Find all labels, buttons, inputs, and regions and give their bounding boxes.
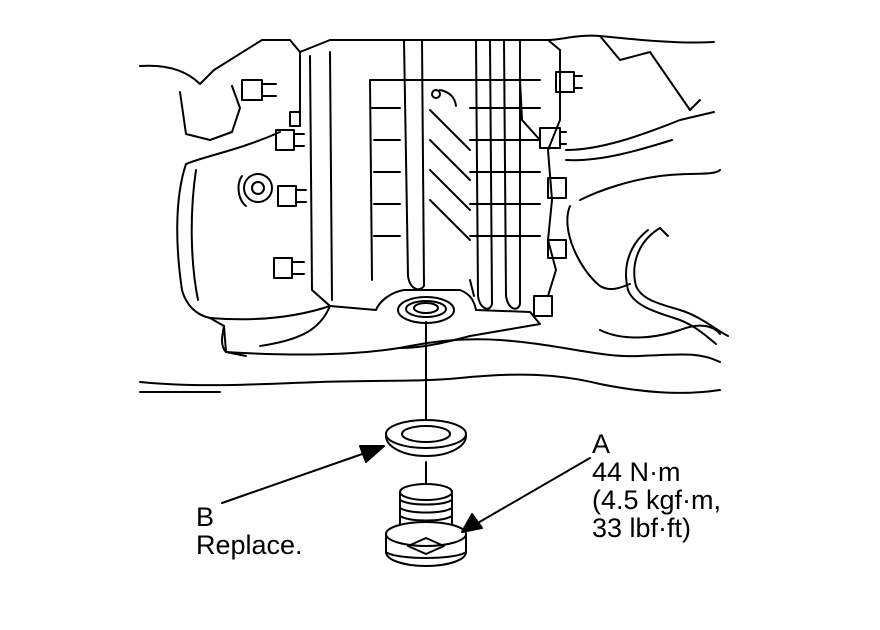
callout-a-torque-lbf: 33 lbf·ft) <box>592 513 692 543</box>
leader-arrow-a <box>461 457 591 533</box>
drain-plug <box>385 483 467 567</box>
transmission-housing <box>139 34 729 394</box>
callout-a-torque-nm: 44 N·m <box>592 457 681 487</box>
callout-a-torque-kgf: (4.5 kgf·m, <box>592 485 722 515</box>
callout-b: B Replace. <box>196 503 303 559</box>
leader-arrow-b <box>221 445 385 504</box>
callout-b-note: Replace. <box>196 530 303 560</box>
callout-b-letter: B <box>196 502 215 532</box>
sealing-washer <box>385 419 467 457</box>
callout-a-letter: A <box>592 429 611 459</box>
callout-a: A 44 N·m (4.5 kgf·m, 33 lbf·ft) <box>592 430 721 542</box>
